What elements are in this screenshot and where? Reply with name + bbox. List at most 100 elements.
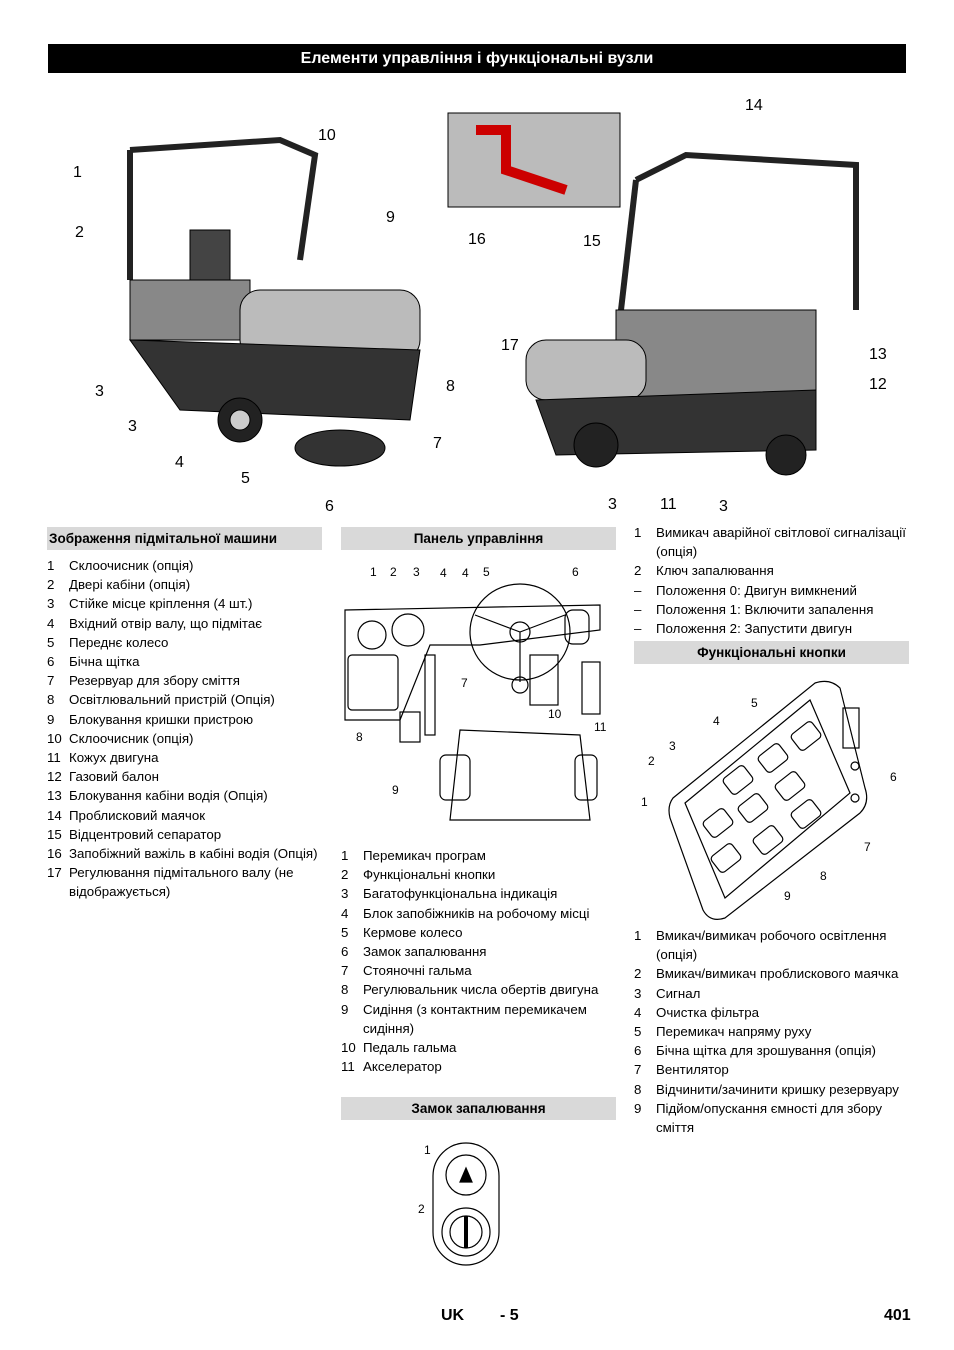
ignition-lock-heading: Замок запалювання: [341, 1097, 616, 1120]
lock-callout-1: 1: [424, 1143, 431, 1157]
photo-callout-3b: 3: [128, 418, 137, 435]
photo-callout-9: 9: [386, 209, 395, 226]
panel-callout-11: 11: [594, 720, 607, 734]
photo-callout-16: 16: [468, 231, 486, 248]
sweeper-front-photo: [127, 136, 421, 467]
function-buttons-heading: Функціональні кнопки: [634, 641, 909, 664]
panel-callout-6: 6: [572, 565, 579, 579]
button-callout-9: 9: [784, 889, 791, 903]
footer-language: UK: [441, 1307, 465, 1324]
photo-callout-8: 8: [446, 378, 455, 395]
photo-callout-2: 2: [75, 224, 84, 241]
photo-callout-3a: 3: [95, 383, 104, 400]
panel-callout-3: 3: [413, 565, 420, 579]
photo-callout-12: 12: [869, 376, 887, 393]
panel-callout-4a: 4: [440, 566, 447, 580]
button-callout-4: 4: [713, 714, 720, 728]
machine-overview-heading: Зображення підмітальної машини: [47, 527, 322, 550]
photo-callout-3c: 3: [608, 496, 617, 513]
photo-callout-14: 14: [745, 97, 763, 114]
photo-callout-17: 17: [501, 337, 519, 354]
control-panel-diagram: [344, 583, 601, 821]
function-buttons-diagram: [668, 680, 868, 920]
button-callout-8: 8: [820, 869, 827, 883]
photo-callout-4: 4: [175, 454, 184, 471]
list-item: –Положення 2: Запустити двигун: [634, 621, 853, 637]
ignition-lock-diagram: [432, 1142, 500, 1266]
button-callout-2: 2: [648, 754, 655, 768]
photo-callout-13: 13: [869, 346, 887, 363]
photo-callout-1: 1: [73, 164, 82, 181]
photo-callout-3d: 3: [719, 498, 728, 515]
photo-callout-7: 7: [433, 435, 442, 452]
button-callout-5: 5: [751, 696, 758, 710]
photo-callout-5: 5: [241, 470, 250, 487]
panel-callout-2: 2: [390, 565, 397, 579]
footer-section-page: - 5: [500, 1307, 519, 1324]
panel-callout-1: 1: [370, 565, 377, 579]
panel-callout-5: 5: [483, 565, 490, 579]
button-callout-3: 3: [669, 739, 676, 753]
panel-callout-9: 9: [392, 783, 399, 797]
photo-callout-15: 15: [583, 233, 601, 250]
lock-callout-2: 2: [418, 1202, 425, 1216]
photo-callout-11: 11: [660, 496, 677, 513]
footer-page-number: 401: [884, 1307, 911, 1324]
panel-callout-4b: 4: [462, 566, 469, 580]
button-callout-1: 1: [641, 795, 648, 809]
list-item: –Положення 0: Двигун вимкнений: [634, 582, 857, 598]
list-item: –Положення 1: Включити запалення: [634, 601, 874, 617]
sweeper-rear-photo: [447, 112, 859, 476]
button-callout-7: 7: [864, 840, 871, 854]
page-title: Елементи управління і функціональні вузл…: [48, 44, 906, 73]
panel-callout-7: 7: [461, 676, 468, 690]
control-panel-heading: Панель управління: [341, 527, 616, 550]
photo-callout-6: 6: [325, 498, 334, 515]
photo-callout-10: 10: [318, 127, 336, 144]
panel-callout-8: 8: [356, 730, 363, 744]
panel-callout-10: 10: [548, 707, 562, 721]
button-callout-6: 6: [890, 770, 897, 784]
